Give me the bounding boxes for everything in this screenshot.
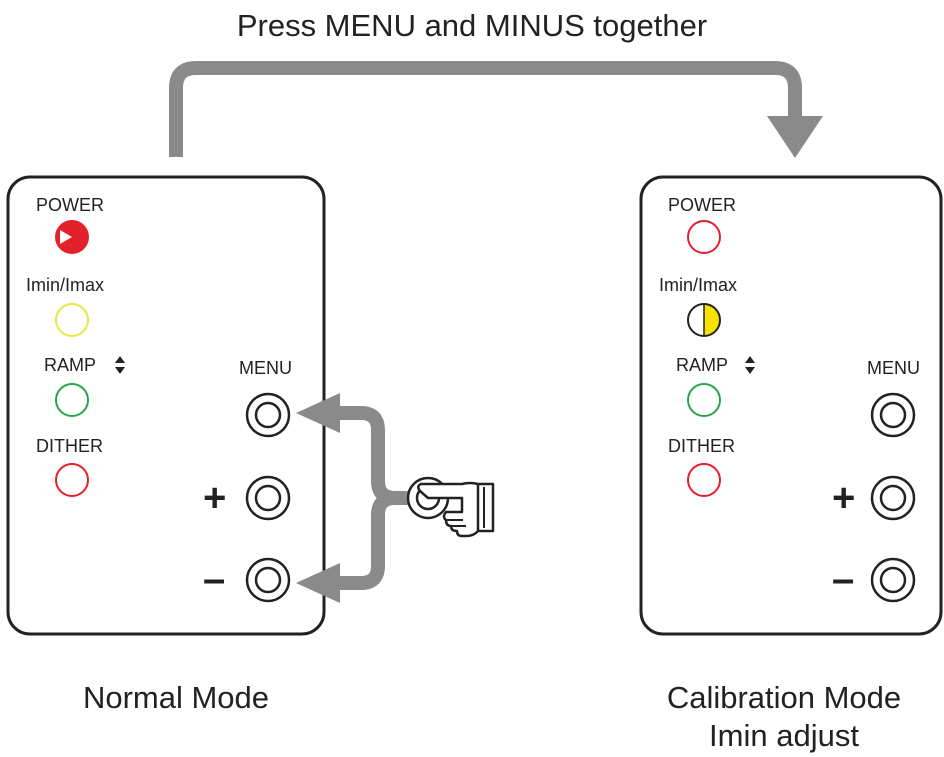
calibration-imin-imax-label: Imin/Imax	[659, 275, 738, 295]
normal-menu-button	[245, 392, 291, 438]
calibration-ramp-label: RAMP	[676, 355, 729, 375]
normal-menu-label: MENU	[239, 358, 292, 378]
normal-plus-sign: +	[203, 476, 227, 520]
calibration-plus-button	[870, 475, 916, 521]
calibration-minus-sign: –	[832, 557, 855, 601]
normal-power-label: POWER	[36, 195, 105, 215]
normal-mode-caption: Normal Mode	[82, 680, 270, 715]
calibration-plus-sign: +	[832, 476, 856, 520]
transition-arrow	[169, 61, 802, 157]
normal-dither-label: DITHER	[36, 436, 103, 456]
calibration-power-label: POWER	[668, 195, 737, 215]
normal-imin-imax-led	[55, 303, 89, 337]
normal-imin-imax-label: Imin/Imax	[26, 275, 105, 295]
calibration-menu-label: MENU	[867, 358, 920, 378]
pressing-hand-icon	[406, 476, 495, 538]
calibration-imin-imax-led	[687, 303, 721, 337]
normal-ramp-label: RAMP	[44, 355, 97, 375]
calibration-minus-button	[870, 557, 916, 603]
calibration-mode-subcaption: Imin adjust	[709, 718, 859, 753]
menu-arrowhead	[296, 393, 340, 433]
calibration-ramp-led	[687, 383, 721, 417]
calibration-dither-label: DITHER	[668, 436, 735, 456]
calibration-mode-panel	[639, 175, 943, 636]
normal-minus-sign: –	[203, 557, 226, 601]
press-arrows	[338, 406, 408, 590]
normal-ramp-updown-icon	[115, 356, 125, 374]
transition-arrowhead	[767, 116, 823, 158]
calibration-dither-led	[687, 463, 721, 497]
normal-plus-button	[245, 475, 291, 521]
calibration-ramp-updown-icon	[745, 356, 755, 374]
normal-minus-button	[245, 557, 291, 603]
normal-dither-led	[55, 463, 89, 497]
calibration-power-led	[687, 220, 721, 254]
normal-ramp-led	[55, 383, 89, 417]
calibration-menu-button	[870, 392, 916, 438]
calibration-mode-caption: Calibration Mode	[666, 680, 902, 715]
diagram-title: Press MENU and MINUS together	[236, 8, 708, 43]
minus-arrowhead	[296, 563, 340, 603]
normal-power-led	[55, 220, 89, 254]
